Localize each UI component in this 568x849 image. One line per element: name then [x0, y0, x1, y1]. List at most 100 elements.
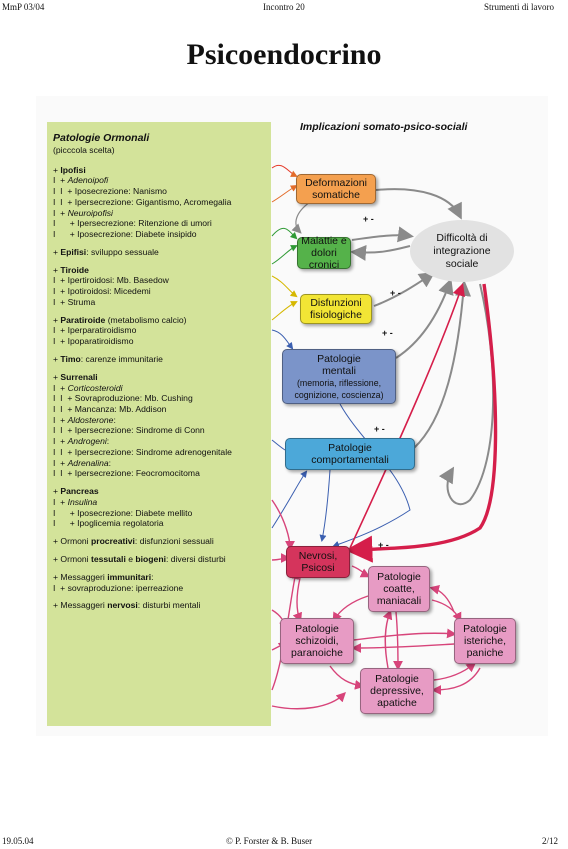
node-label-line: Patologie: [328, 442, 372, 454]
panel-line: I + Struma: [53, 296, 96, 307]
panel-line: I + Neuroipofisi: [53, 207, 113, 218]
footer-page: 2/12: [542, 836, 559, 846]
panel-line: + Ipofisi: [53, 164, 86, 175]
node-label-line: Patologie: [295, 623, 339, 635]
arrow-panel-depressive: [271, 692, 346, 710]
arrow-mentali-difficolta: [395, 278, 454, 359]
header-course: MmP 03/04: [2, 2, 45, 12]
panel-line: + Messaggeri nervosi: disturbi mentali: [53, 600, 201, 611]
node-label-line: dolori cronici: [308, 247, 340, 271]
panel-line: I + Iposecrezione: Diabete mellito: [53, 507, 193, 518]
panel-line: I I + Sovraproduzione: Mb. Cushing: [53, 393, 193, 404]
panel-line: I + Iposecrezione: Diabete insipido: [53, 228, 197, 239]
plus-minus-label: + -: [363, 214, 374, 224]
arrow-deformazioni-malattie: [291, 201, 311, 234]
arrow-comportamentali-difficolta: [413, 280, 472, 449]
social-integration-difficulty: Difficoltà di integrazione sociale: [410, 220, 514, 282]
arrow-panel-malattie-2: [271, 227, 298, 240]
panel-line: + Messaggeri immunitari:: [53, 571, 154, 582]
difficulty-line-1: Difficoltà di: [436, 231, 488, 244]
node-label-line: Patologie: [463, 623, 507, 635]
panel-line: I I + Iposecrezione: Nanismo: [53, 186, 167, 197]
arrow-panel-malattie: [271, 245, 298, 265]
panel-line: I + Ipertiroidosi: Mb. Basedow: [53, 275, 169, 286]
panel-line: I + Iperparatiroidismo: [53, 325, 137, 336]
difficulty-line-2: integrazione: [433, 244, 491, 257]
node-label-line: fisiologiche: [310, 309, 362, 321]
plus-minus-label: + -: [378, 540, 389, 550]
arrow-disfunzioni-difficolta: [373, 271, 436, 307]
panel-line: I + Ipoparatiroidismo: [53, 336, 134, 347]
arrow-deformazioni-difficolta: [375, 188, 462, 220]
node-label-line: Nevrosi,: [298, 550, 338, 562]
arrow-coatte-schizoidi: [332, 595, 369, 623]
node-label-line: Deformazioni: [305, 177, 367, 189]
panel-line: I + Aldosterone:: [53, 414, 116, 425]
panel-line: I I + Mancanza: Mb. Addison: [53, 404, 167, 414]
node-label-line: apatiche: [377, 697, 417, 709]
arrow-difficolta-loop: [438, 283, 495, 506]
arrow-depressive-coatte: [382, 609, 393, 669]
node-label-line: somatiche: [312, 189, 360, 201]
panel-line: + Timo: carenze immunitarie: [53, 354, 163, 364]
node-label-line: Patologie: [375, 673, 419, 685]
arrow-difficolta-malattie: [350, 244, 411, 261]
node-label-line: (memoria, riflessione,: [296, 377, 382, 388]
panel-line: + Tiroide: [53, 264, 89, 275]
arrow-coatte-depressive: [393, 611, 403, 671]
arrow-comportamentali-nevrosi: [319, 469, 331, 542]
panel-line: I I + Ipersecrezione: Sindrome adrenogen…: [53, 446, 232, 457]
panel-line: I + Corticosteroidi: [53, 382, 123, 393]
panel-line: + Surrenali: [53, 371, 98, 382]
panel-line: I + Androgeni:: [53, 436, 110, 447]
panel-title: Patologie Ormonali: [53, 132, 150, 144]
panel-line: + Epifisi: sviluppo sessuale: [53, 246, 159, 257]
panel-line: I + Insulina: [53, 496, 98, 507]
node-label-line: paniche: [466, 647, 504, 659]
page-title: Psicoendocrino: [186, 38, 382, 71]
hormonal-pathologies-panel: Patologie Ormonali (picccola scelta) + I…: [47, 122, 271, 726]
difficulty-line-3: sociale: [445, 257, 479, 270]
arrow-panel-comportamentali-2: [271, 470, 308, 529]
arrow-malattie-difficolta: [351, 226, 414, 243]
diagram-heading: Implicazioni somato-psico-sociali: [300, 121, 468, 133]
panel-line: I I + Ipersecrezione: Sindrome di Conn: [53, 425, 205, 436]
node-label-line: Malattie e: [301, 235, 347, 247]
panel-subtitle: (picccola scelta): [53, 145, 115, 155]
panel-line: I I + Ipersecrezione: Feocromocitoma: [53, 468, 200, 479]
panel-line: + Pancreas: [53, 486, 99, 497]
arrow-panel-deformazioni: [271, 164, 298, 177]
arrow-isteriche-coatte: [429, 584, 455, 613]
panel-line: + Ormoni tessutali e biogeni: diversi di…: [53, 554, 226, 564]
node-label-line: Psicosi: [301, 562, 335, 574]
header-meeting: Incontro 20: [263, 2, 305, 12]
plus-minus-label: + -: [382, 328, 393, 338]
arrow-coatte-isteriche: [431, 599, 462, 623]
panel-line: I + Ipersecrezione: Ritenzione di umori: [53, 218, 212, 229]
panel-line: + Ormoni procreativi: disfunzioni sessua…: [53, 536, 214, 547]
node-label-line: isteriche,: [463, 635, 506, 647]
node-label-line: Patologie: [317, 352, 361, 365]
arrow-isteriche-schizoidi: [351, 643, 455, 653]
arrow-panel-disfunzioni-2: [271, 275, 298, 298]
arrow-panel-mentali: [271, 329, 294, 350]
arrow-schizoidi-isteriche: [353, 628, 457, 641]
arrow-isteriche-depressive: [431, 667, 481, 695]
arrow-mentali-nevrosi: [332, 403, 411, 548]
arrow-difficolta-nevrosi: [345, 283, 498, 563]
arrow-nevrosi-coatte: [351, 565, 371, 578]
